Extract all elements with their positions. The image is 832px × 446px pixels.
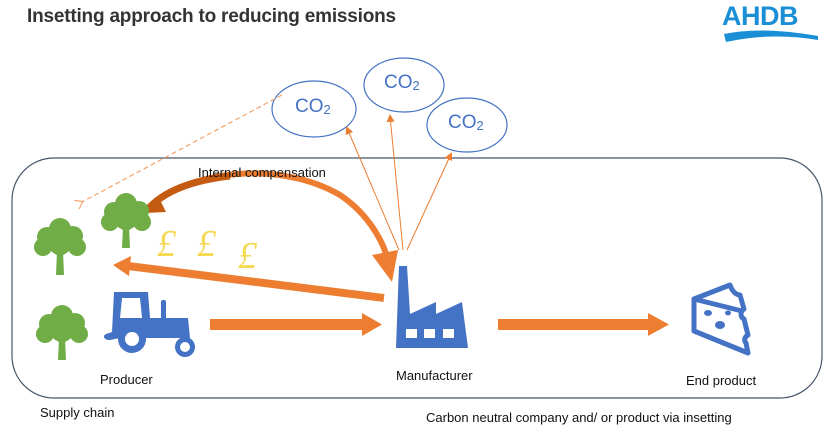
co2-label-3: CO2 <box>448 112 484 134</box>
co2-subscript: 2 <box>476 118 484 133</box>
factory-icon <box>396 266 468 348</box>
logo-wave-icon <box>724 30 818 42</box>
supply-chain-boundary <box>11 157 823 399</box>
co2-label-2: CO2 <box>384 72 420 94</box>
flow-arrow-manufacturer-endproduct <box>498 319 651 330</box>
internal-compensation-label: Internal compensation <box>198 165 326 180</box>
tree-icon <box>34 218 86 275</box>
pound-symbol: £ <box>238 235 257 277</box>
co2-text: CO <box>448 112 477 133</box>
carbon-neutral-label: Carbon neutral company and/ or product v… <box>426 410 732 425</box>
co2-subscript: 2 <box>323 102 331 117</box>
co2-text: CO <box>384 72 413 93</box>
payment-arrow <box>127 262 385 302</box>
internal-compensation-arrowhead <box>372 250 398 282</box>
emission-arrow-2 <box>386 114 404 251</box>
producer-label: Producer <box>100 372 153 387</box>
pound-symbol: £ <box>157 223 176 265</box>
supply-chain-label: Supply chain <box>40 405 115 420</box>
co2-bubble-2 <box>363 57 445 113</box>
offset-dashed-arrow <box>82 94 283 202</box>
tree-icon <box>36 305 88 360</box>
payment-arrowhead <box>113 256 131 276</box>
manufacturer-label: Manufacturer <box>396 368 473 383</box>
co2-bubble-3 <box>426 97 508 153</box>
co2-subscript: 2 <box>412 78 420 93</box>
logo-text: AHDB <box>722 1 799 31</box>
pound-symbol: £ <box>197 223 216 265</box>
co2-bubble-1 <box>271 80 357 138</box>
end-product-label: End product <box>686 373 757 388</box>
emission-arrow-3 <box>406 152 453 251</box>
co2-label-1: CO2 <box>295 96 331 118</box>
emission-arrow-1 <box>345 126 400 251</box>
ahdb-logo: AHDB <box>722 0 822 46</box>
cheese-icon <box>691 282 751 356</box>
tree-icon <box>101 193 151 248</box>
co2-text: CO <box>295 96 324 117</box>
flow-arrow-producer-manufacturer <box>210 319 365 330</box>
tractor-icon <box>103 292 195 357</box>
page-title: Insetting approach to reducing emissions <box>27 6 396 27</box>
